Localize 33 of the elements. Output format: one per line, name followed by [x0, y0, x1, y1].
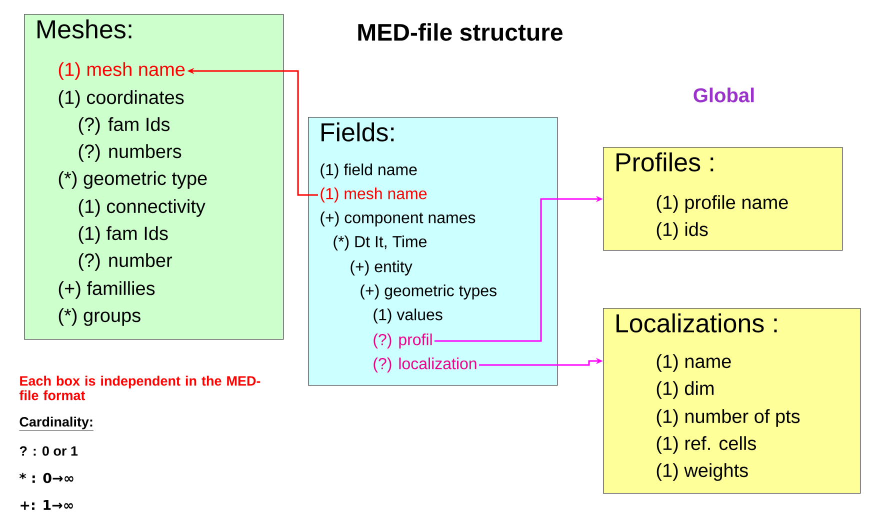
legend-entry: +: 1→∞ [20, 500, 73, 510]
list-item: (+) component names [320, 212, 476, 226]
legend-entry: ? : 0 or 1 [20, 446, 78, 456]
list-item: (1) ids [656, 222, 708, 240]
note: Each box is independent in the MED-file format [19, 376, 260, 400]
list-item: (*) geometric type [58, 171, 207, 189]
list-item: (1) profile name [656, 195, 788, 213]
list-item: (?) profil [374, 334, 432, 348]
list-item: (+) geometric types [360, 284, 496, 300]
list-item: (?) fam Ids [78, 117, 170, 135]
legend-entry: * : 0→∞ [19, 472, 74, 484]
list-item: (*) Dt It, Time [334, 236, 427, 250]
list-item: (+) famillies [58, 281, 155, 299]
legend-heading: Cardinality: [19, 416, 94, 431]
list-item: (1) connectivity [78, 199, 206, 217]
list-item: (?) number [78, 253, 172, 271]
list-item: (1) name [656, 354, 731, 372]
list-item: (?) numbers [78, 144, 182, 162]
list-item: (1) coordinates [58, 90, 184, 108]
scope-label: Global [694, 88, 754, 102]
list-item: (1) ref. cells [656, 436, 756, 454]
list-item: (?) localization [374, 358, 476, 372]
list-item: (+) entity [350, 260, 412, 276]
title: MED-file structure [358, 23, 562, 41]
list-item: (1) number of pts [656, 409, 800, 427]
list-item: (1) dim [656, 381, 714, 399]
list-item: (*) groups [58, 308, 140, 326]
list-item: (1) fam Ids [78, 226, 168, 244]
list-item: (1) mesh name [320, 188, 427, 202]
list-item: (1) mesh name [58, 62, 185, 80]
list-item: (1) field name [320, 164, 417, 178]
list-item: (1) values [374, 308, 442, 324]
list-item: (1) weights [656, 463, 748, 481]
